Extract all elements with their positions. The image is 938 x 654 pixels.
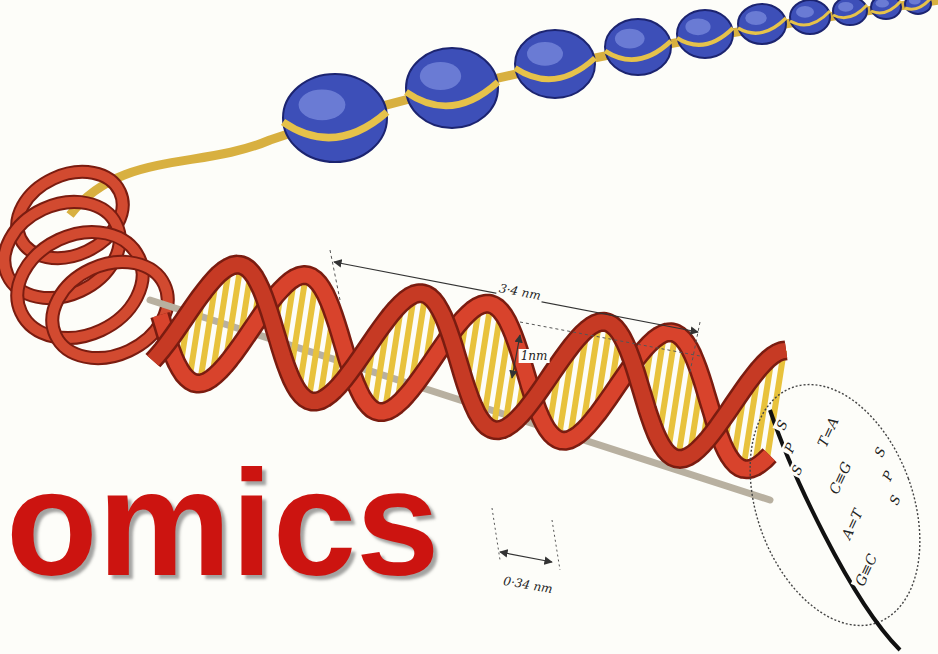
base-label: C≡G xyxy=(825,458,855,499)
base-label: P xyxy=(879,467,898,485)
nucleosome-shine xyxy=(615,29,645,49)
base-label: S xyxy=(772,416,791,434)
coil-loop xyxy=(0,212,160,358)
wrapped-dna xyxy=(905,0,931,9)
nucleosome-shine xyxy=(299,89,346,120)
nucleosome xyxy=(871,0,901,19)
wrapped-dna xyxy=(833,5,867,18)
base-label: S xyxy=(885,491,904,509)
base-label: G≡C xyxy=(851,550,881,591)
chromatin-fibre xyxy=(70,0,938,215)
nucleosome xyxy=(406,48,498,128)
base-label: S xyxy=(787,461,806,479)
sugar-phosphate-backbone xyxy=(153,265,786,459)
wrapped-dna xyxy=(605,41,671,60)
nucleosome-shine xyxy=(685,18,710,35)
nucleosome-shine xyxy=(838,2,853,12)
wrapped-dna xyxy=(738,18,786,33)
nucleosome-shine xyxy=(796,6,814,18)
nucleosome-shine xyxy=(420,62,461,90)
base-label: S xyxy=(870,443,889,461)
base-pair-loop xyxy=(719,361,938,650)
dimension-label: 3·4 nm xyxy=(496,281,544,304)
nucleosome xyxy=(833,0,867,25)
nucleosome xyxy=(790,0,830,34)
wrapped-dna xyxy=(677,28,733,45)
nucleosome-shine xyxy=(745,11,767,25)
dna-strand xyxy=(70,0,938,215)
nucleosome xyxy=(738,4,786,44)
title: omics xyxy=(6,448,440,598)
wrapped-dna xyxy=(283,112,387,138)
nucleosome xyxy=(905,0,931,14)
nucleosome xyxy=(515,30,595,98)
wrapped-dna xyxy=(790,11,830,25)
base-label: A=T xyxy=(837,505,866,544)
base-label: T=A xyxy=(813,413,842,452)
nucleosome xyxy=(677,10,733,58)
wrapped-dna xyxy=(515,58,595,79)
wrapped-dna xyxy=(871,1,901,13)
nucleosome-shine xyxy=(527,42,563,66)
coil-loop xyxy=(0,212,160,358)
nucleosome xyxy=(605,19,671,75)
dimension-label: 1nm xyxy=(519,349,550,363)
backbone-outline xyxy=(153,265,786,459)
nucleosome-shine xyxy=(909,0,921,5)
wrapped-dna xyxy=(406,82,498,106)
dimension-label: 0·34 nm xyxy=(500,573,555,596)
nucleosome-shine xyxy=(876,0,890,8)
nucleosome xyxy=(283,74,387,162)
base-label: P xyxy=(781,439,800,457)
